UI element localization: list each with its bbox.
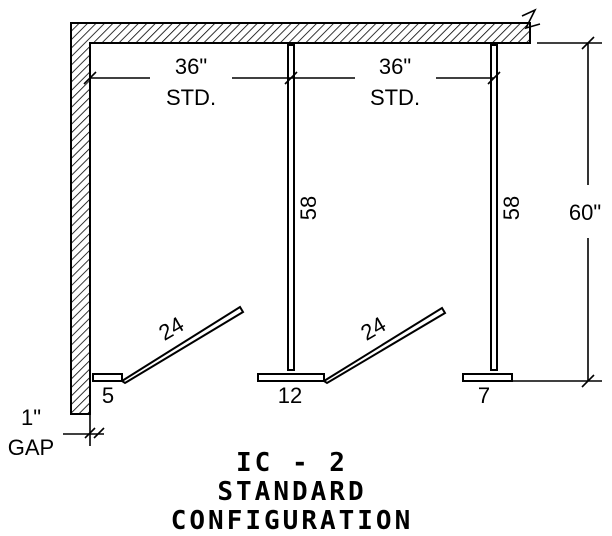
title-line-2: STANDARD [217,477,366,507]
pilaster-middle-height: 58 [296,196,321,220]
wall-break-mark [521,8,541,30]
shoe-right-label: 7 [478,383,490,408]
height-value: 60" [569,200,601,225]
pilaster-middle [287,44,295,371]
width-right-value: 36" [379,54,411,79]
door-left [120,305,245,385]
pilaster-shoe-left [92,373,123,382]
gap-label: GAP [8,435,54,460]
width-right-std: STD. [370,85,420,110]
door-right-width: 24 [356,312,390,346]
pilaster-right [490,44,498,371]
gap-value: 1" [21,405,41,430]
width-left-std: STD. [166,85,216,110]
pilaster-shoe-right [462,373,513,382]
pilaster-right-height: 58 [499,196,524,220]
door-right [322,306,447,385]
width-dimension [83,71,501,85]
title-line-3: CONFIGURATION [171,506,414,536]
height-dimension [512,36,602,388]
gap-dimension [63,390,105,446]
width-left-value: 36" [175,54,207,79]
shoe-middle-label: 12 [278,383,302,408]
shoe-left-label: 5 [102,383,114,408]
title-line-1: IC - 2 [236,448,348,478]
wall [70,8,541,415]
back-wall [70,22,531,415]
pilaster-shoe-middle [257,373,325,382]
door-left-width: 24 [154,312,188,346]
